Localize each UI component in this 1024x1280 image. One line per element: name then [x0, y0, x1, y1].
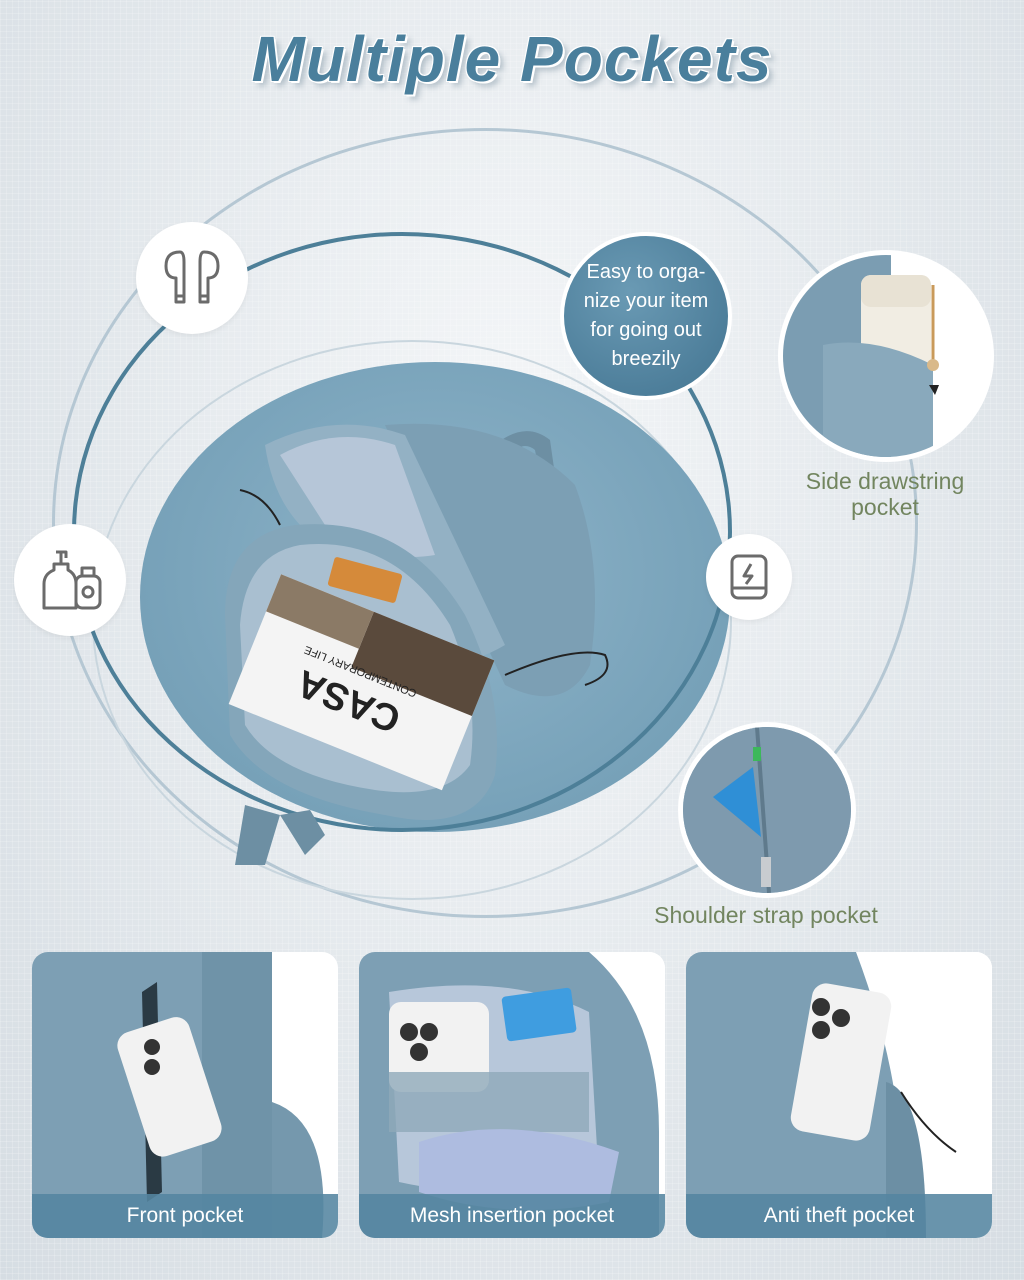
earbuds-icon-badge	[136, 222, 248, 334]
open-backpack-image: CASA CONTEMPORARY LIFE	[225, 423, 609, 865]
mesh-insertion-pocket-image	[359, 952, 665, 1238]
callout-line-2: nize your item	[583, 290, 709, 312]
anti-theft-pocket-image	[686, 952, 992, 1238]
side-drawstring-pocket-label: Side drawstring pocket	[805, 468, 965, 520]
toiletries-bottles-icon-badge	[14, 524, 126, 636]
earbuds-icon	[164, 250, 220, 304]
toiletries-bottles-icon	[42, 550, 102, 610]
front-pocket-label: Front pocket	[32, 1194, 338, 1238]
power-bank-icon	[730, 554, 768, 600]
front-pocket-panel: Front pocket	[32, 952, 338, 1238]
callout-line-4: breezily	[611, 348, 681, 370]
outer-ring-decoration	[52, 128, 918, 918]
shoulder-strap-pocket-label: Shoulder strap pocket	[654, 902, 878, 928]
power-bank-icon-badge	[706, 534, 792, 620]
callout-line-3: for going out	[590, 319, 702, 341]
organize-callout: Easy to orga- nize your item for going o…	[560, 232, 732, 400]
mesh-insertion-pocket-label: Mesh insertion pocket	[359, 1194, 665, 1238]
anti-theft-pocket-label: Anti theft pocket	[686, 1194, 992, 1238]
shoulder-strap-pocket-image	[678, 722, 856, 898]
page-title: Multiple Pockets	[251, 23, 773, 95]
callout-line-1: Easy to orga-	[586, 261, 706, 283]
anti-theft-pocket-panel: Anti theft pocket	[686, 952, 992, 1238]
mesh-insertion-pocket-panel: Mesh insertion pocket	[359, 952, 665, 1238]
side-drawstring-pocket-image	[778, 250, 994, 462]
